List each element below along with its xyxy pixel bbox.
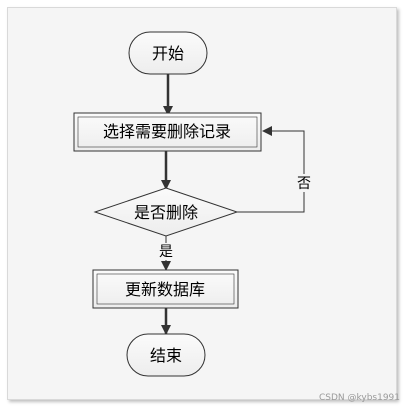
decision-label: 是否删除	[134, 203, 198, 222]
select-label: 选择需要删除记录	[103, 122, 231, 141]
start-node: 开始	[128, 31, 208, 75]
no-label-bg	[296, 174, 312, 192]
yes-edge-label: 是	[159, 244, 173, 260]
yes-label-bg	[158, 243, 174, 260]
start-label: 开始	[152, 44, 184, 63]
edge-no-loop	[237, 126, 305, 213]
end-label: 结束	[150, 346, 182, 365]
no-edge-label: 否	[297, 176, 311, 192]
select-process-node: 选择需要删除记录	[73, 112, 262, 152]
update-process-node: 更新数据库	[92, 269, 239, 309]
update-label: 更新数据库	[125, 280, 205, 299]
decision-node: 是否删除	[93, 187, 239, 237]
watermark: CSDN @kybs1991	[318, 393, 400, 403]
end-node: 结束	[126, 333, 206, 377]
